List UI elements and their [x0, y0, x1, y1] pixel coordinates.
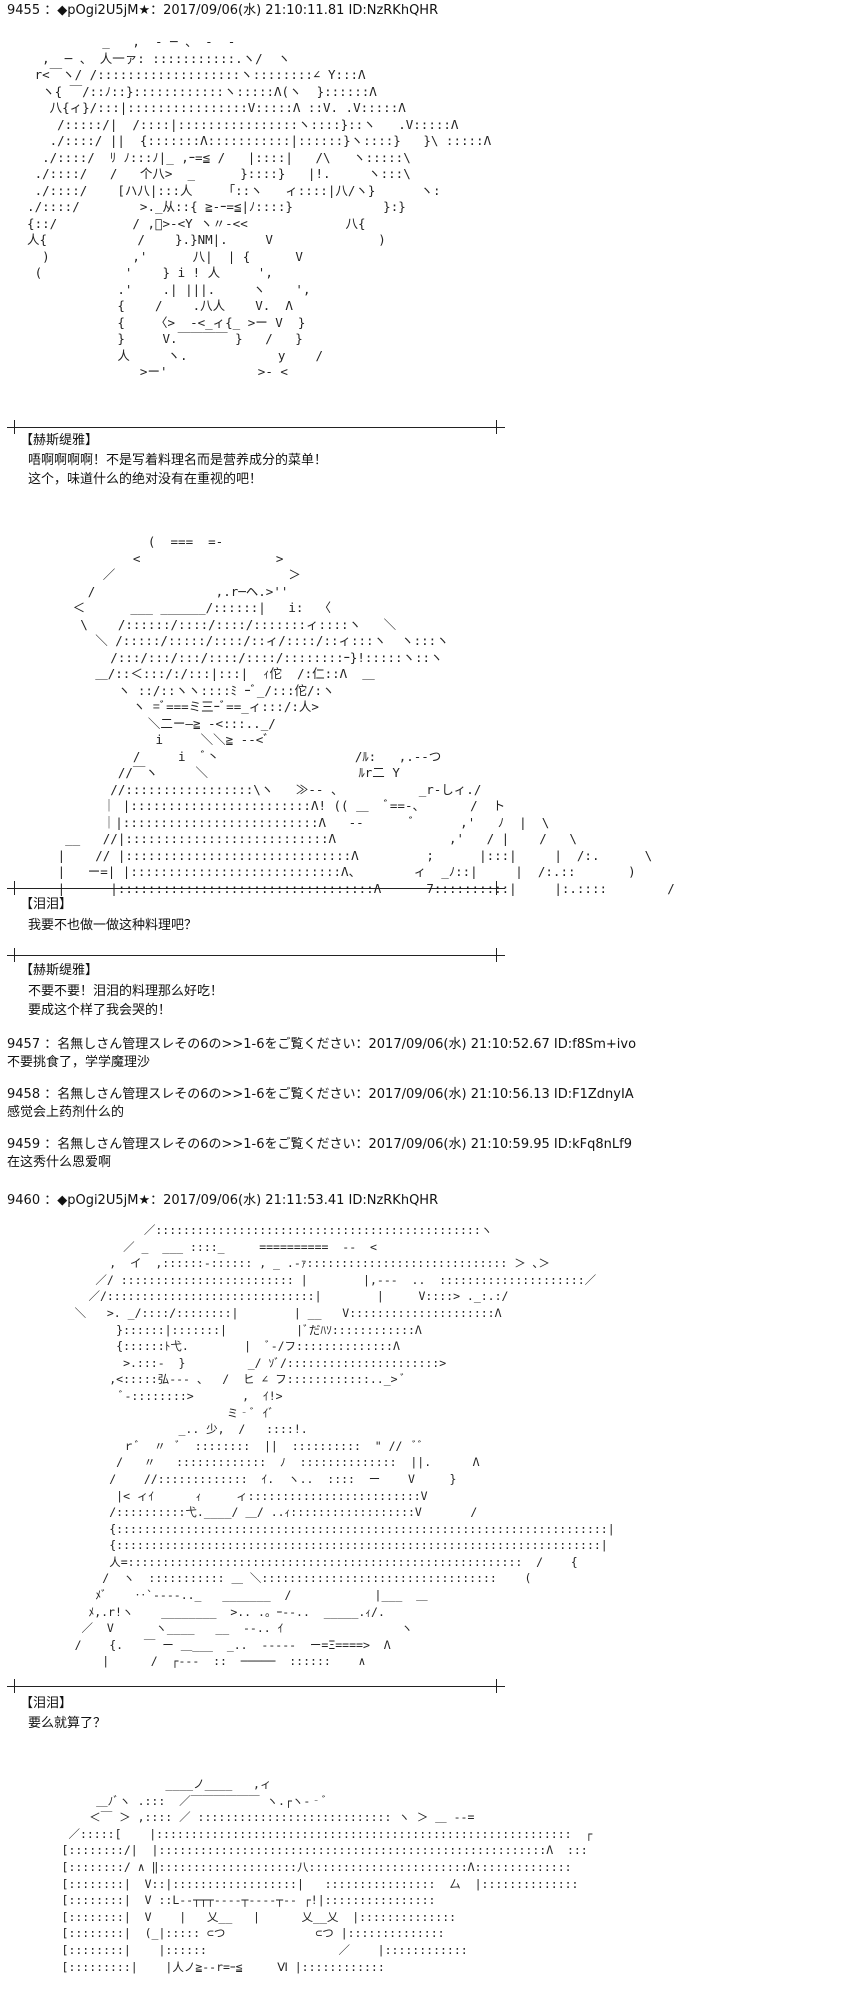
post-header-9458: 9458 ：名無しさん管理スレその6の>>1-6をご覧ください：2017/09/…: [7, 1087, 634, 1102]
speaker-name: 【泪泪】: [20, 897, 73, 912]
post-body-9457: 不要挑食了，学学魔理沙: [7, 1055, 151, 1070]
divider-tick: [14, 948, 15, 962]
speaker-name: 【赫斯缇雅】: [20, 433, 99, 448]
post-header-9457: 9457 ：名無しさん管理スレその6の>>1-6をご覧ください：2017/09/…: [7, 1037, 637, 1052]
divider-tick: [496, 948, 497, 962]
divider-tick: [14, 1679, 15, 1693]
divider: [7, 888, 505, 889]
post-body-9458: 感觉会上药剂什么的: [7, 1105, 125, 1120]
ascii-art-lulu-2: ／:::::::::::::::::::::::::::::::::::::::…: [74, 1223, 615, 1669]
speaker-name: 【泪泪】: [20, 1696, 73, 1711]
dialogue-line: 唔啊啊啊啊！不是写着料理名而是营养成分的菜单！: [28, 453, 328, 468]
divider: [7, 1686, 505, 1687]
ascii-art-hestia-1: _ , ‐ ─ 、 ‐ - , ─ 、 人一ァ: :::::::::::.ヽ/ …: [27, 34, 492, 379]
post-body-9459: 在这秀什么恩爱啊: [7, 1155, 112, 1170]
dialogue-line: 这个，味道什么的绝对没有在重视的吧！: [28, 472, 263, 487]
dialogue-line: 不要不要！泪泪的料理那么好吃！: [28, 984, 224, 999]
ascii-art-lulu-cooking: ( === =- < > ／ ＞ / ,.r─ヘ.>'' ＜ ___ _____…: [57, 534, 675, 896]
divider: [7, 955, 505, 956]
divider: [7, 427, 505, 428]
divider-tick: [14, 881, 15, 895]
divider-tick: [496, 420, 497, 434]
post-header-9460: 9460 ：◆pOgi2U5jM★：2017/09/06(水) 21:11:53…: [7, 1193, 439, 1208]
post-header-9455: 9455 ：◆pOgi2U5jM★：2017/09/06(水) 21:10:11…: [7, 3, 439, 18]
divider-tick: [496, 881, 497, 895]
dialogue-line: 要成这个样了我会哭的！: [28, 1003, 172, 1018]
divider-tick: [14, 420, 15, 434]
speaker-name: 【赫斯缇雅】: [20, 963, 99, 978]
ascii-art-hestia-2: ____ノ____ ,ィ ＿ﾉﾞヽ .::: ／￣￣￣￣￣￣ ヽ.┌ヽ‐‐ﾞ ＜…: [61, 1777, 593, 1974]
divider-tick: [496, 1679, 497, 1693]
post-header-9459: 9459 ：名無しさん管理スレその6の>>1-6をご覧ください：2017/09/…: [7, 1137, 632, 1152]
dialogue-line: 要么就算了？: [28, 1716, 107, 1731]
dialogue-line: 我要不也做一做这种料理吧？: [28, 918, 198, 933]
